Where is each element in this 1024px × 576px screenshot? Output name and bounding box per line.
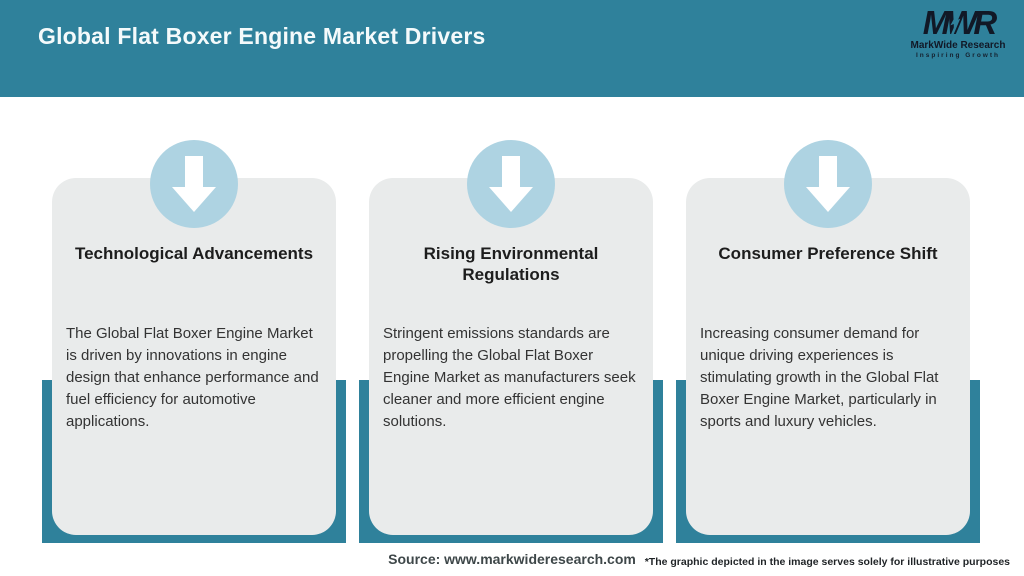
source-text: Source: www.markwideresearch.com bbox=[388, 551, 636, 567]
driver-column-1: Technological Advancements The Global Fl… bbox=[42, 140, 346, 546]
header-band: Global Flat Boxer Engine Market Drivers … bbox=[0, 0, 1024, 97]
down-arrow-icon bbox=[150, 140, 238, 228]
driver-title: Rising Environmental Regulations bbox=[423, 244, 599, 284]
down-arrow-glyph bbox=[806, 156, 850, 212]
driver-title: Technological Advancements bbox=[74, 244, 314, 263]
drivers-row: Technological Advancements The Global Fl… bbox=[42, 140, 980, 546]
driver-description: Increasing consumer demand for unique dr… bbox=[700, 325, 939, 430]
driver-title: Consumer Preference Shift bbox=[718, 244, 938, 263]
driver-description: The Global Flat Boxer Engine Market is d… bbox=[66, 325, 319, 430]
down-arrow-icon bbox=[467, 140, 555, 228]
driver-card: Consumer Preference Shift Increasing con… bbox=[686, 178, 970, 535]
markwide-research-logo: MWR MarkWide Research Inspiring Growth bbox=[908, 6, 1008, 59]
down-arrow-glyph bbox=[489, 156, 533, 212]
driver-description: Stringent emissions standards are propel… bbox=[383, 325, 636, 430]
driver-card: Technological Advancements The Global Fl… bbox=[52, 178, 336, 535]
logo-tagline: Inspiring Growth bbox=[916, 52, 1000, 59]
logo-acronym-text: MWR bbox=[922, 4, 997, 41]
disclaimer-text: *The graphic depicted in the image serve… bbox=[644, 556, 1010, 568]
driver-column-3: Consumer Preference Shift Increasing con… bbox=[676, 140, 980, 546]
driver-column-2: Rising Environmental Regulations Stringe… bbox=[359, 140, 663, 546]
page-title: Global Flat Boxer Engine Market Drivers bbox=[38, 23, 486, 49]
logo-company-name: MarkWide Research bbox=[910, 40, 1006, 51]
down-arrow-icon bbox=[784, 140, 872, 228]
driver-card: Rising Environmental Regulations Stringe… bbox=[369, 178, 653, 535]
down-arrow-glyph bbox=[172, 156, 216, 212]
logo-acronym: MWR bbox=[923, 6, 997, 39]
